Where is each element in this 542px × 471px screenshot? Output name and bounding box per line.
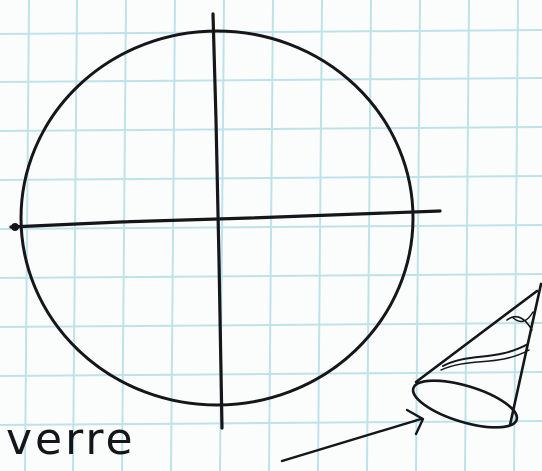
vertical-diameter <box>213 14 222 428</box>
cone-glass <box>408 284 541 437</box>
diameter-end-point <box>11 223 19 231</box>
arrow <box>282 410 423 461</box>
horizontal-diameter <box>11 211 440 227</box>
glass-label: verre <box>6 418 136 462</box>
